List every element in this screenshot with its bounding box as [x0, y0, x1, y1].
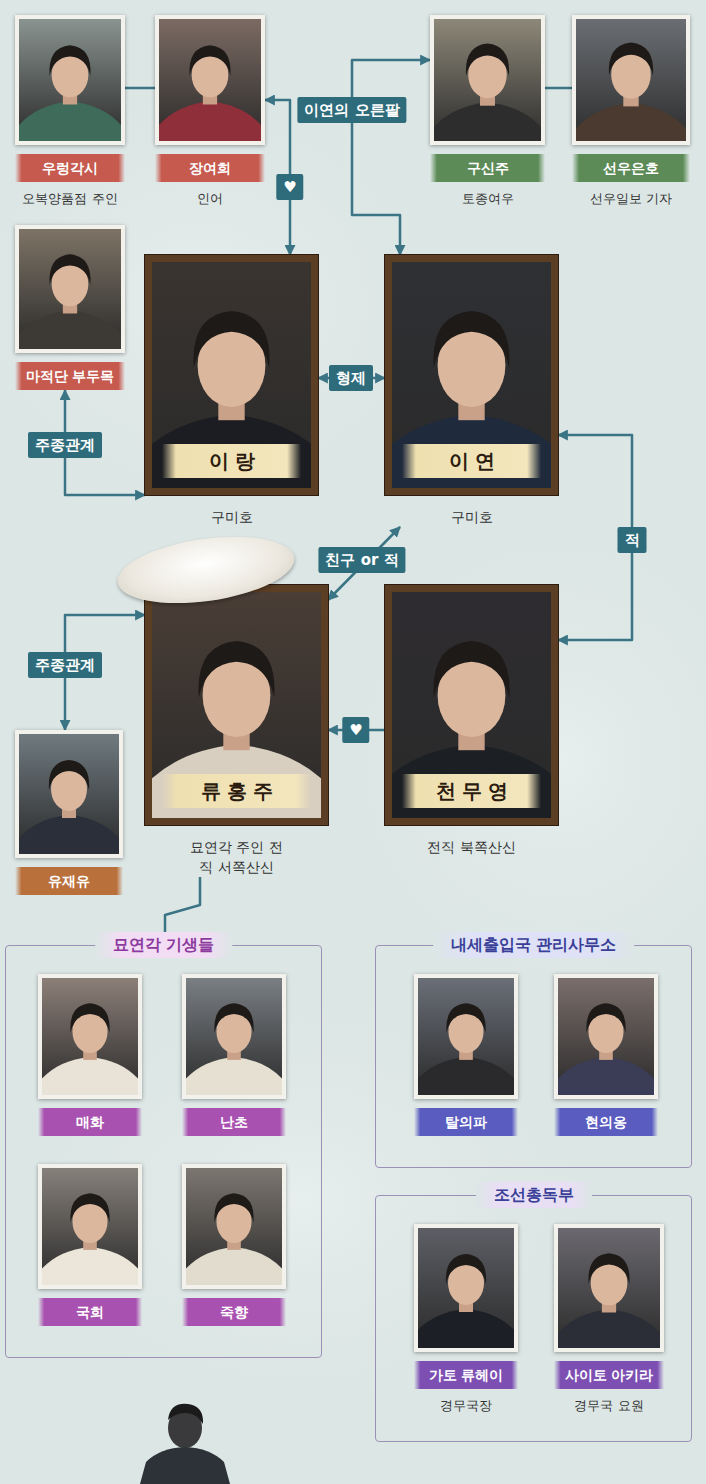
portrait-photo — [182, 1164, 286, 1289]
relation-label: 적 — [618, 527, 647, 553]
character-node: 마적단 부두목 — [15, 225, 125, 390]
relation-connector — [352, 60, 430, 255]
portrait-photo — [15, 730, 123, 858]
name-badge: 구신주 — [430, 154, 545, 182]
relation-label: 친구 or 적 — [318, 547, 405, 573]
group-box: 내세출입국 관리사무소탈의파현의옹 — [375, 945, 692, 1168]
role-caption: 경무국장 — [414, 1397, 518, 1415]
character-node: 장여희인어 — [155, 15, 265, 208]
portrait-photo — [38, 1164, 142, 1289]
name-badge: 국희 — [38, 1298, 142, 1326]
name-badge: 사이토 아키라 — [554, 1361, 664, 1389]
character-node: 가토 류헤이경무국장 — [414, 1224, 518, 1415]
portrait-photo — [554, 1224, 664, 1352]
name-badge: 마적단 부두목 — [15, 362, 125, 390]
relation-label: 주종관계 — [28, 432, 102, 458]
portrait-frame: 천무영 — [385, 585, 558, 825]
name-badge: 죽향 — [182, 1298, 286, 1326]
role-caption: 선우일보 기자 — [572, 190, 690, 208]
role-caption: 인어 — [155, 190, 265, 208]
role-caption: 오복양품점 주인 — [15, 190, 125, 208]
name-badge: 난초 — [182, 1108, 286, 1136]
portrait-photo — [572, 15, 690, 145]
name-badge: 이랑 — [162, 444, 301, 478]
group-heading: 묘연각 기생들 — [95, 932, 233, 958]
portrait-photo — [155, 15, 265, 145]
name-badge: 류홍주 — [162, 774, 311, 808]
character-node: 우렁각시오복양품점 주인 — [15, 15, 125, 208]
relation-connector — [545, 87, 572, 90]
portrait-photo — [15, 225, 125, 353]
portrait-frame: 이연 — [385, 255, 558, 495]
portrait-photo — [430, 15, 545, 145]
relation-label: 이연의 오른팔 — [297, 97, 406, 123]
character-node: 국희 — [38, 1164, 142, 1326]
role-caption: 구미호 — [385, 507, 558, 527]
name-badge: 가토 류헤이 — [414, 1361, 518, 1389]
character-node: 현의옹 — [554, 974, 658, 1136]
portrait-photo — [38, 974, 142, 1099]
character-node: 이랑구미호 — [145, 255, 318, 527]
character-node: 구신주토종여우 — [430, 15, 545, 208]
role-caption: 묘연각 주인 전직 서쪽산신 — [185, 837, 289, 877]
character-node: 이연구미호 — [385, 255, 558, 527]
name-badge: 탈의파 — [414, 1108, 518, 1136]
role-caption: 전직 북쪽산신 — [385, 837, 558, 857]
name-badge: 매화 — [38, 1108, 142, 1136]
portrait-frame: 이랑 — [145, 255, 318, 495]
character-node: 류홍주묘연각 주인 전직 서쪽산신 — [145, 585, 328, 877]
character-node: 매화 — [38, 974, 142, 1136]
relation-label: ♥ — [276, 174, 303, 200]
character-node: 사이토 아키라경무국 요원 — [554, 1224, 664, 1415]
relation-label: 주종관계 — [28, 652, 102, 678]
name-badge: 천무영 — [402, 774, 541, 808]
group-box: 조선총독부가토 류헤이경무국장사이토 아키라경무국 요원 — [375, 1195, 692, 1442]
character-node: 죽향 — [182, 1164, 286, 1326]
relation-label: 형제 — [329, 365, 373, 391]
portrait-frame: 류홍주 — [145, 585, 328, 825]
character-node: 난초 — [182, 974, 286, 1136]
name-badge: 우렁각시 — [15, 154, 125, 182]
character-node: 유재유 — [15, 730, 123, 895]
name-badge: 현의옹 — [554, 1108, 658, 1136]
relation-label: ♥ — [342, 717, 369, 743]
group-heading: 내세출입국 관리사무소 — [433, 932, 635, 958]
character-node: 선우은호선우일보 기자 — [572, 15, 690, 208]
portrait-photo — [554, 974, 658, 1099]
name-badge: 선우은호 — [572, 154, 690, 182]
role-caption: 경무국 요원 — [554, 1397, 664, 1415]
portrait-photo — [414, 1224, 518, 1352]
group-heading: 조선총독부 — [476, 1182, 592, 1208]
role-caption: 토종여우 — [430, 190, 545, 208]
portrait-photo — [182, 974, 286, 1099]
relation-connector — [125, 87, 155, 90]
name-badge: 유재유 — [15, 867, 123, 895]
character-node: 탈의파 — [414, 974, 518, 1136]
name-badge: 장여희 — [155, 154, 265, 182]
name-badge: 이연 — [402, 444, 541, 478]
portrait-photo — [414, 974, 518, 1099]
portrait-photo — [15, 15, 125, 145]
group-box: 묘연각 기생들매화난초국희죽향 — [5, 945, 322, 1358]
role-caption: 구미호 — [145, 507, 318, 527]
character-node: 천무영전직 북쪽산신 — [385, 585, 558, 857]
